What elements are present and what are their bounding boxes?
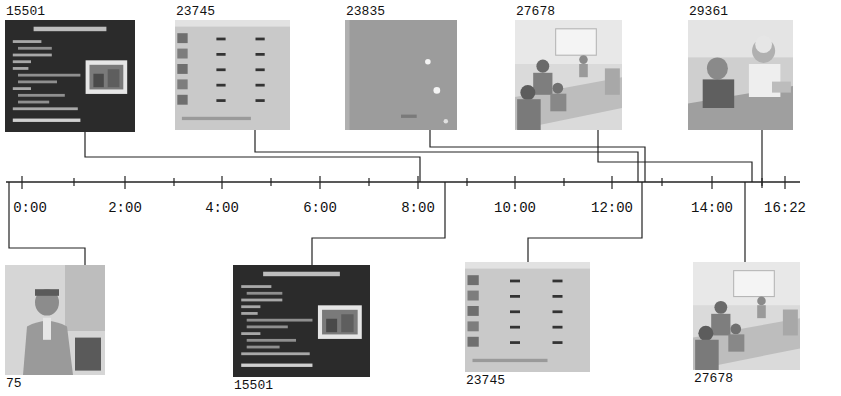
- time-label: 16:22: [763, 200, 807, 216]
- frame-number: 15501: [5, 4, 46, 19]
- table-thumbnail: [465, 262, 590, 372]
- time-label: 6:00: [302, 200, 338, 216]
- frame-number: 75: [5, 376, 23, 391]
- frame-number: 15501: [233, 378, 274, 393]
- thumbnail-frame: 23835: [345, 4, 457, 130]
- time-label: 2:00: [107, 200, 143, 216]
- table-thumbnail: [175, 20, 290, 130]
- frame-number: 23745: [465, 373, 506, 388]
- time-label: 14:00: [690, 200, 734, 216]
- thumbnail-frame: 29361: [688, 4, 793, 130]
- thumbnail-frame: 27678: [515, 4, 622, 130]
- frame-number: 27678: [693, 371, 734, 386]
- room-thumbnail: [693, 262, 800, 370]
- slide-thumbnail: [233, 265, 370, 377]
- speaker-thumbnail: [5, 265, 105, 375]
- time-label: 0:00: [12, 200, 48, 216]
- thumbnail-frame: 23745: [465, 262, 590, 388]
- time-label: 8:00: [400, 200, 436, 216]
- time-label: 12:00: [590, 200, 634, 216]
- thumbnail-frame: 15501: [233, 265, 370, 393]
- thumbnail-frame: 15501: [5, 4, 135, 132]
- people-thumbnail: [688, 20, 793, 130]
- time-label: 4:00: [204, 200, 240, 216]
- room-thumbnail: [515, 20, 622, 130]
- frame-number: 29361: [688, 4, 729, 19]
- slide-thumbnail: [5, 20, 135, 132]
- frame-number: 23745: [175, 4, 216, 19]
- thumbnail-frame: 27678: [693, 262, 800, 386]
- leader-lines: [9, 130, 762, 265]
- time-label: 10:00: [493, 200, 537, 216]
- frame-number: 23835: [345, 4, 386, 19]
- screen-thumbnail: [345, 20, 457, 130]
- thumbnail-frame: 75: [5, 265, 105, 391]
- frame-number: 27678: [515, 4, 556, 19]
- timeline-ticks: [22, 176, 785, 189]
- thumbnail-frame: 23745: [175, 4, 290, 130]
